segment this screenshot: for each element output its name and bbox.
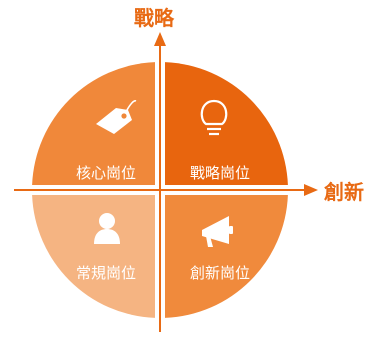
quadrant-top-right-label: 戰略崗位 bbox=[189, 164, 250, 182]
quadrant-top-right bbox=[165, 62, 288, 185]
tag-icon bbox=[96, 100, 137, 134]
quadrant-top-left-label: 核心崗位 bbox=[75, 164, 136, 182]
lightbulb-icon bbox=[200, 99, 228, 136]
user-icon bbox=[94, 213, 120, 244]
horizontal-axis-label: 創新 bbox=[324, 180, 364, 204]
vertical-axis-arrowhead bbox=[154, 32, 166, 46]
horizontal-axis-arrowhead bbox=[304, 184, 318, 196]
quadrant-bottom-left-label: 常規崗位 bbox=[75, 264, 136, 282]
quadrant-top-left bbox=[32, 62, 155, 185]
quadrant-bottom-left bbox=[32, 195, 155, 318]
vertical-axis-label: 戰略 bbox=[134, 6, 174, 30]
quadrant-bottom-right bbox=[165, 195, 288, 318]
quadrant-bottom-right-label: 創新崗位 bbox=[189, 264, 250, 282]
megaphone-icon bbox=[202, 216, 233, 247]
